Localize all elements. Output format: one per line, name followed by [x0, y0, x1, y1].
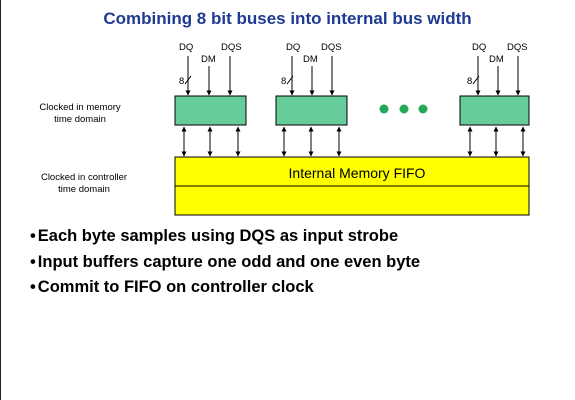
bullet-list: Each byte samples using DQS as input str…: [30, 224, 420, 301]
dqs-label: DQS: [221, 42, 242, 53]
dqs-label: DQS: [507, 42, 528, 53]
byte-lane-3: DQ DM DQS 8: [459, 42, 530, 157]
bus-width-slash: [286, 75, 294, 85]
controller-domain-line-2: time domain: [58, 184, 110, 195]
bus-width-label: 8: [179, 76, 184, 87]
controller-domain-label: Clocked in controller time domain: [41, 172, 127, 195]
bus-width-slash: [472, 75, 480, 85]
bus-width-label: 8: [281, 76, 286, 87]
bullet-item: Input buffers capture one odd and one ev…: [30, 250, 420, 276]
ellipsis-dot: [398, 103, 410, 115]
ellipsis-dot: [417, 103, 429, 115]
memory-domain-label: Clocked in memory time domain: [39, 102, 121, 125]
byte-lane-1: DQ DM DQS 8: [174, 42, 247, 157]
dq-label: DQ: [472, 42, 486, 53]
input-buffer: [174, 95, 247, 126]
slide-title: Combining 8 bit buses into internal bus …: [103, 9, 472, 28]
input-buffer: [459, 95, 530, 126]
input-buffer: [275, 95, 348, 126]
controller-domain-line-1: Clocked in controller: [41, 172, 127, 183]
internal-memory-fifo: Internal Memory FIFO: [174, 156, 530, 216]
ellipsis-dot: [378, 103, 390, 115]
byte-lane-2: DQ DM DQS 8: [275, 42, 348, 157]
bullet-item: Each byte samples using DQS as input str…: [30, 224, 420, 250]
bullet-item: Commit to FIFO on controller clock: [30, 275, 420, 301]
left-border: [0, 0, 1, 400]
bus-width-label: 8: [467, 76, 472, 87]
dq-label: DQ: [179, 42, 193, 53]
dm-label: DM: [489, 54, 504, 65]
ellipsis-dots: [378, 103, 429, 115]
bus-width-slash: [184, 75, 192, 85]
dm-label: DM: [303, 54, 318, 65]
dqs-label: DQS: [321, 42, 342, 53]
dm-label: DM: [201, 54, 216, 65]
dq-label: DQ: [286, 42, 300, 53]
memory-domain-line-1: Clocked in memory: [39, 102, 121, 113]
fifo-label: Internal Memory FIFO: [289, 165, 426, 181]
memory-domain-line-2: time domain: [54, 114, 106, 125]
